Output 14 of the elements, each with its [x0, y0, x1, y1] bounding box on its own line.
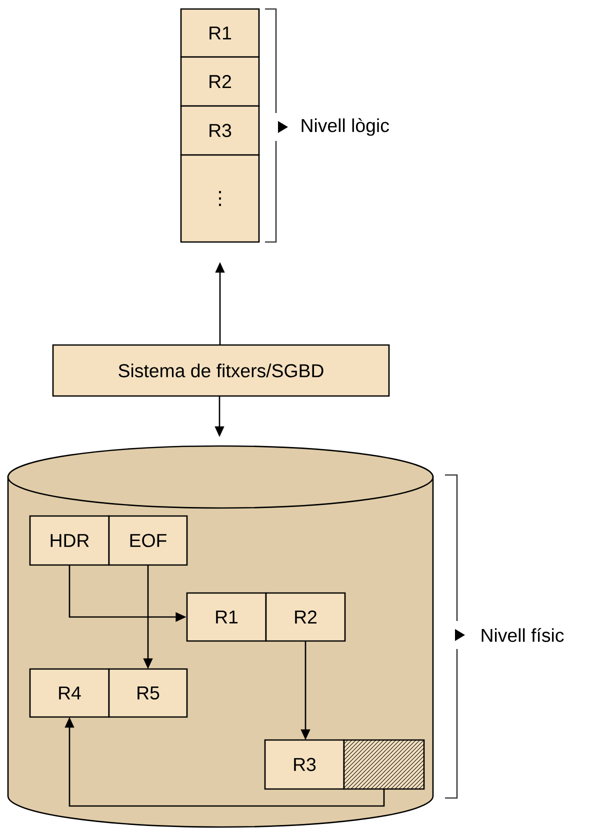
- level-label: Nivell físic: [482, 628, 564, 642]
- record-cell: R4: [29, 668, 110, 718]
- record-cell: R3: [180, 105, 260, 156]
- record-cell: ⋮: [180, 154, 260, 243]
- record-cell: R1: [186, 592, 267, 642]
- record-cell: HDR: [29, 515, 110, 566]
- record-cell: EOF: [108, 515, 188, 566]
- record-cell: R2: [180, 56, 260, 107]
- record-cell: R5: [108, 668, 188, 718]
- record-cell: R3: [264, 739, 345, 790]
- level-label: Nivell lògic: [302, 118, 389, 136]
- record-cell: R2: [265, 592, 346, 642]
- system-box: Sistema de fitxers/SGBD: [52, 344, 390, 397]
- record-cell: R1: [180, 8, 260, 58]
